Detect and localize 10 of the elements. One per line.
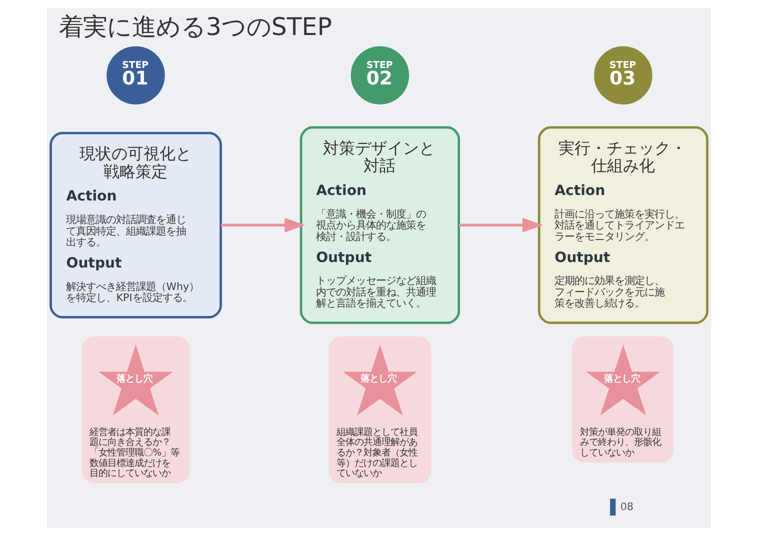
diagram-title: 着実に進める3つのSTEP [58, 12, 332, 42]
node-box: 現状の可視化と戦略策定 Action 現場意識の対話調査を通じて真因特定、組織課題を抽出する。 Output 解決すべき経営課題（Why）を特定し、KPIを設定する。 [50, 132, 222, 318]
arrow [459, 218, 544, 232]
node-circle: STEP 02 [350, 46, 410, 104]
node-box: 実行・チェック・仕組み化 Action 計画に沿って施策を実行し、対話を通してトライアンドエラーをモニタリング。 Output 定期的に効果を測定し、フィードバックを元に施策を改善し続ける。 [538, 126, 708, 324]
arrow [220, 218, 306, 232]
node-circle: STEP 03 [594, 46, 652, 104]
node-circle: STEP 01 [106, 46, 165, 104]
label: 08 [620, 500, 634, 513]
node-box: 対策デザインと対話 Action 「意識・機会・制度」の視点から具体的な施策を検討・設計する。 Output トップメッセージなど組織内での対話を重ね、共通理解と言語を揃えていく。 [300, 126, 460, 324]
